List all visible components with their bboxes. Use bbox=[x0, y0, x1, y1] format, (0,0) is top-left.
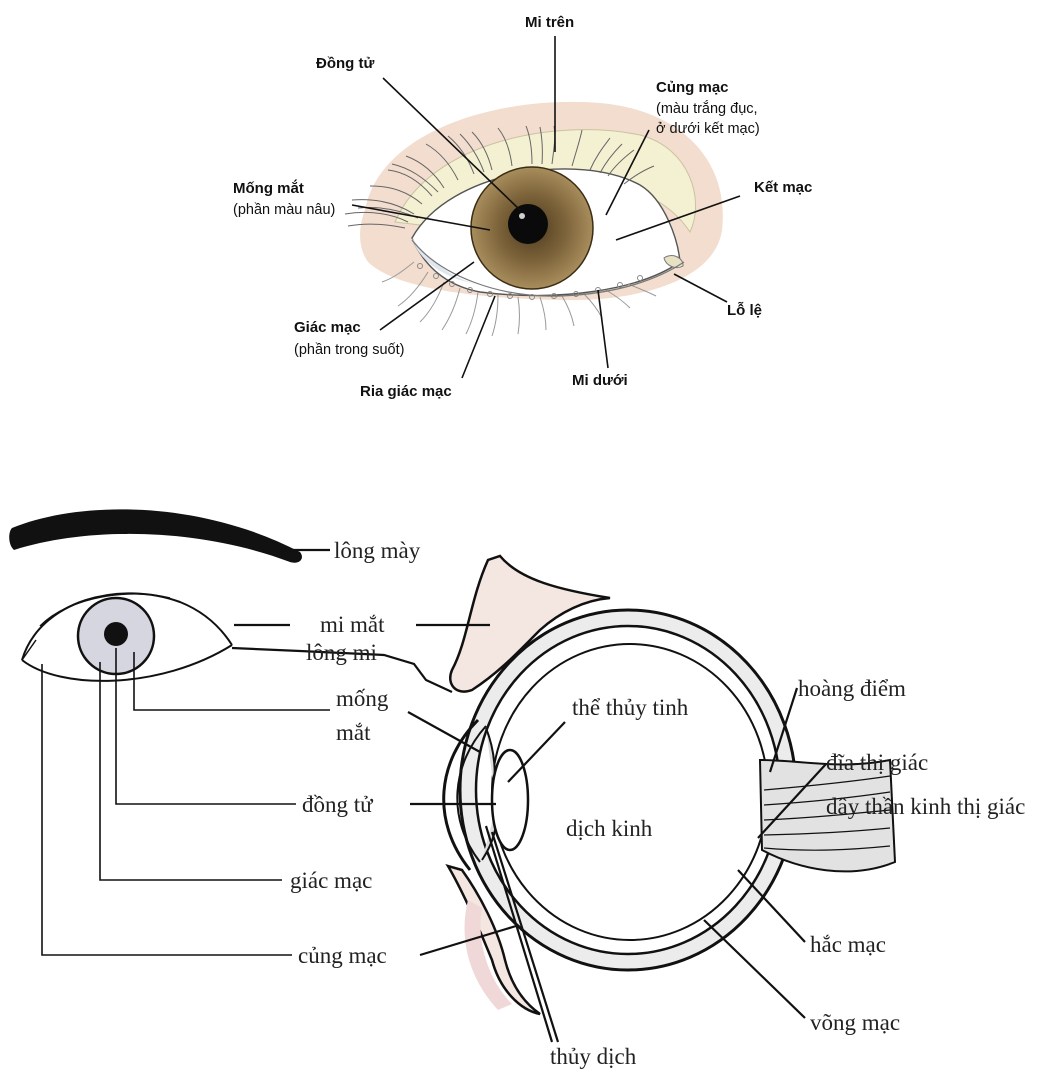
label-ria-giac-mac: Ria giác mạc bbox=[360, 383, 452, 400]
eyebrow bbox=[9, 509, 302, 562]
label-long-mi: lông mi bbox=[306, 640, 377, 665]
label-mi-tren: Mi trên bbox=[525, 14, 574, 31]
label-the-thuy-tinh: thể thủy tinh bbox=[572, 695, 689, 720]
globe-inner bbox=[492, 644, 768, 940]
leader-ria-giac-mac bbox=[462, 296, 495, 378]
front-eye-illustration bbox=[345, 102, 723, 336]
label-mi-duoi: Mi dưới bbox=[572, 372, 628, 389]
label-mong-mat-1: mống bbox=[336, 686, 389, 711]
leader-lo-le bbox=[674, 274, 727, 302]
side-eye-pupil bbox=[104, 622, 128, 646]
label-thuy-dich: thủy dịch bbox=[550, 1044, 637, 1069]
label-cung-mac-note-1: (màu trắng đục, bbox=[656, 100, 758, 117]
label-day-than-kinh: dây thần kinh thị giác bbox=[826, 794, 1025, 819]
label-dong-tu: đồng tử bbox=[302, 792, 374, 817]
side-eye-illustration bbox=[22, 593, 232, 681]
label-lo-le: Lỗ lệ bbox=[727, 302, 762, 319]
label-long-may: lông mày bbox=[334, 538, 421, 563]
label-mi-mat: mi mắt bbox=[320, 612, 385, 637]
label-cung-mac: củng mạc bbox=[298, 943, 387, 968]
leader-giac-mac-side bbox=[100, 662, 282, 880]
pupil bbox=[508, 204, 548, 244]
label-hoang-diem: hoàng điểm bbox=[798, 676, 906, 701]
label-mong-mat: Mống mắt bbox=[233, 179, 304, 197]
leader-vong-mac bbox=[704, 920, 805, 1018]
label-dong-tu: Đồng tử bbox=[316, 55, 374, 72]
label-ket-mac: Kết mạc bbox=[754, 179, 812, 196]
label-cung-mac-note-2: ở dưới kết mạc) bbox=[656, 121, 760, 137]
leader-mi-duoi bbox=[598, 290, 608, 368]
label-vong-mac: võng mạc bbox=[810, 1010, 900, 1035]
label-giac-mac: Giác mạc bbox=[294, 319, 361, 336]
label-mong-mat-2: mắt bbox=[336, 720, 371, 745]
label-dia-thi-giac: đĩa thị giác bbox=[826, 750, 928, 775]
leader-cung-mac-side bbox=[42, 664, 292, 955]
label-giac-mac: giác mạc bbox=[290, 868, 372, 893]
label-dich-kinh: dịch kinh bbox=[566, 816, 653, 841]
label-hac-mac: hắc mạc bbox=[810, 932, 886, 957]
label-cung-mac: Củng mạc bbox=[656, 79, 729, 96]
label-giac-mac-note: (phần trong suốt) bbox=[294, 342, 404, 358]
label-mong-mat-note: (phần màu nâu) bbox=[233, 202, 335, 218]
pupil-highlight bbox=[519, 213, 525, 219]
lens bbox=[492, 750, 528, 850]
